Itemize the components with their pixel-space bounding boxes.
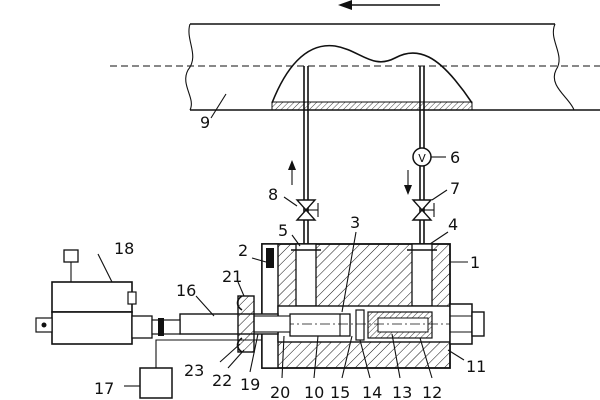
leader-10 bbox=[313, 335, 319, 379]
label-16: 16 bbox=[176, 281, 196, 300]
left-sampling-tube bbox=[288, 66, 309, 250]
motor-unit bbox=[35, 249, 181, 345]
leader-18 bbox=[97, 253, 113, 283]
label-19: 19 bbox=[240, 375, 260, 394]
label-9: 9 bbox=[200, 113, 210, 132]
label-21: 21 bbox=[222, 267, 242, 286]
label-7: 7 bbox=[450, 179, 460, 198]
leader-5 bbox=[291, 234, 301, 247]
leader-22 bbox=[227, 349, 245, 369]
label-3: 3 bbox=[350, 213, 360, 232]
leader-8 bbox=[283, 196, 298, 207]
leader-20 bbox=[281, 335, 285, 379]
leader-16 bbox=[195, 295, 215, 317]
label-1: 1 bbox=[470, 253, 480, 272]
leader-21 bbox=[237, 281, 245, 297]
label-12: 12 bbox=[422, 383, 442, 400]
label-10: 10 bbox=[304, 383, 324, 400]
flow-direction-arrow bbox=[338, 0, 440, 10]
pipe bbox=[110, 23, 600, 111]
main-body-block bbox=[140, 243, 470, 369]
leader-3 bbox=[341, 231, 357, 313]
leader-12 bbox=[419, 337, 433, 379]
valve-7-icon bbox=[411, 199, 435, 221]
leader-14 bbox=[359, 339, 371, 379]
label-15: 15 bbox=[330, 383, 350, 400]
right-end-nut bbox=[449, 303, 485, 345]
label-13: 13 bbox=[392, 383, 412, 400]
label-5: 5 bbox=[278, 221, 288, 240]
label-20: 20 bbox=[270, 383, 290, 400]
label-2: 2 bbox=[238, 241, 248, 260]
label-22: 22 bbox=[212, 371, 232, 390]
pump-v-symbol: V bbox=[418, 152, 426, 165]
deposit-buildup bbox=[271, 44, 473, 111]
leader-15 bbox=[341, 335, 353, 379]
label-17: 17 bbox=[94, 379, 114, 398]
label-23: 23 bbox=[184, 361, 204, 380]
label-6: 6 bbox=[450, 148, 460, 167]
label-14: 14 bbox=[362, 383, 382, 400]
leader-13 bbox=[391, 333, 401, 379]
valve-8-icon bbox=[295, 199, 319, 221]
controller-box bbox=[124, 339, 262, 399]
leader-9 bbox=[210, 93, 227, 119]
label-18: 18 bbox=[114, 239, 134, 258]
label-4: 4 bbox=[448, 215, 458, 234]
label-8: 8 bbox=[268, 185, 278, 204]
leader-19 bbox=[249, 333, 259, 373]
pump-v-icon: V bbox=[412, 147, 432, 167]
label-11: 11 bbox=[466, 357, 486, 376]
leader-11 bbox=[447, 349, 465, 361]
leader-2 bbox=[251, 257, 267, 263]
leader-7 bbox=[431, 189, 448, 201]
leader-4 bbox=[429, 231, 449, 245]
leader-23 bbox=[219, 343, 241, 363]
